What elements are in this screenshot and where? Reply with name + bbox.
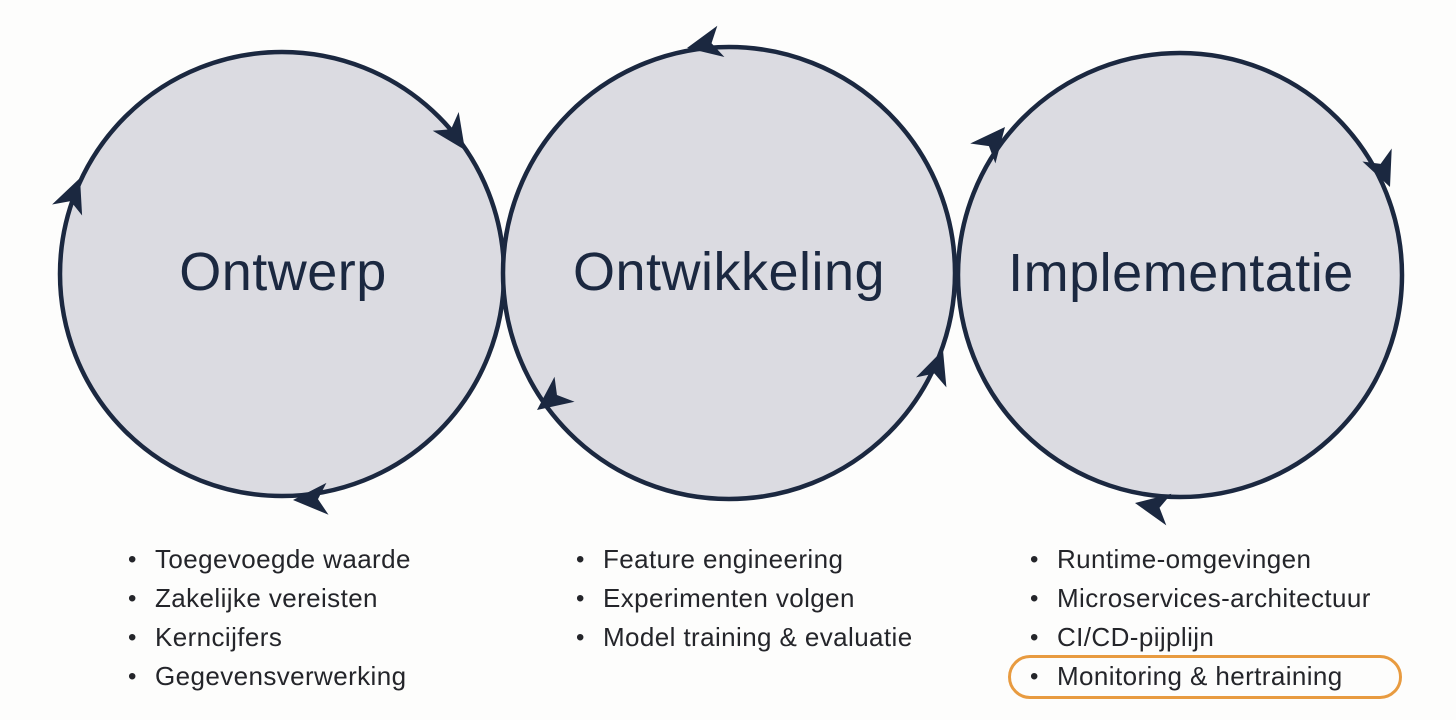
list-item: • Zakelijke vereisten xyxy=(128,579,411,618)
list-item-label: CI/CD-pijplijn xyxy=(1057,622,1215,652)
list-item-label: Runtime-omgevingen xyxy=(1057,544,1312,574)
list-item: • Gegevensverwerking xyxy=(128,657,411,696)
bullet-icon: • xyxy=(576,584,585,612)
bullet-icon: • xyxy=(1030,545,1039,573)
list-item: • Microservices-architectuur xyxy=(1030,579,1371,618)
bullet-icon: • xyxy=(1030,623,1039,651)
bullet-icon: • xyxy=(1030,584,1039,612)
bullet-icon: • xyxy=(1030,662,1039,690)
bullet-icon: • xyxy=(128,545,137,573)
list-item: • Runtime-omgevingen xyxy=(1030,540,1371,579)
list-item-label: Zakelijke vereisten xyxy=(155,583,378,613)
list-item: • Experimenten volgen xyxy=(576,579,913,618)
list-item-label: Feature engineering xyxy=(603,544,844,574)
list-item-label: Kerncijfers xyxy=(155,622,283,652)
bullet-icon: • xyxy=(128,584,137,612)
list-item: • Feature engineering xyxy=(576,540,913,579)
circle-implementatie xyxy=(955,50,1405,500)
phase-list-ontwerp: • Toegevoegde waarde • Zakelijke vereist… xyxy=(128,540,411,696)
phase-list-implementatie: • Runtime-omgevingen • Microservices-arc… xyxy=(1008,540,1402,699)
phase-list-ontwikkeling: • Feature engineering • Experimenten vol… xyxy=(576,540,913,657)
phase-title-ontwerp: Ontwerp xyxy=(179,242,387,302)
bullet-icon: • xyxy=(576,545,585,573)
highlight-outline xyxy=(1008,655,1402,699)
list-item: • Kerncijfers xyxy=(128,618,411,657)
phase-title-implementatie: Implementatie xyxy=(1008,243,1354,303)
phase-title-ontwikkeling: Ontwikkeling xyxy=(572,242,886,302)
circle-ontwikkeling xyxy=(500,44,958,502)
list-item: • CI/CD-pijplijn xyxy=(1030,618,1371,657)
list-item-label: Model training & evaluatie xyxy=(603,622,913,652)
bullet-icon: • xyxy=(128,662,137,690)
list-item-highlighted: • Monitoring & hertraining xyxy=(1008,655,1402,699)
bullet-icon: • xyxy=(128,623,137,651)
list-item-label: Experimenten volgen xyxy=(603,583,855,613)
list-item: • Model training & evaluatie xyxy=(576,618,913,657)
list-item-label: Toegevoegde waarde xyxy=(155,544,411,574)
list-item-label: Gegevensverwerking xyxy=(155,661,407,691)
list-item-label: Monitoring & hertraining xyxy=(1057,661,1343,691)
list-item-label: Microservices-architectuur xyxy=(1057,583,1371,613)
bullet-icon: • xyxy=(576,623,585,651)
list-item: • Toegevoegde waarde xyxy=(128,540,411,579)
